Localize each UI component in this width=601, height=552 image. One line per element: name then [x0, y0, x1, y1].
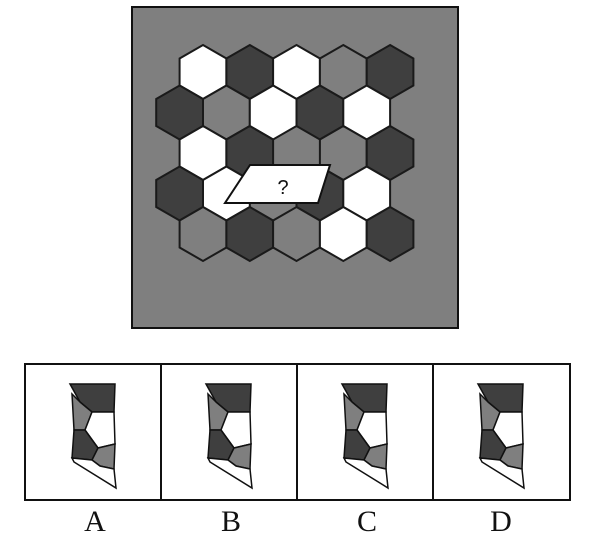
- option-a-label[interactable]: A: [84, 505, 106, 538]
- option-piece-segment: [342, 457, 389, 490]
- option-piece-segment: [478, 457, 525, 490]
- hex-pattern: [155, 43, 415, 263]
- option-b-label[interactable]: B: [220, 505, 241, 538]
- option-d-label[interactable]: D: [490, 505, 512, 538]
- missing-piece: [223, 164, 332, 204]
- question-mark: ?: [277, 177, 288, 199]
- option-b-piece[interactable]: [204, 383, 253, 490]
- option-a-piece[interactable]: [68, 383, 117, 490]
- option-c-label[interactable]: C: [356, 505, 377, 538]
- option-piece-segment: [70, 457, 117, 490]
- option-c-piece[interactable]: [340, 383, 389, 490]
- option-piece-segment: [206, 457, 253, 490]
- option-d-piece[interactable]: [476, 383, 525, 490]
- hex-cell-dark: [365, 205, 415, 263]
